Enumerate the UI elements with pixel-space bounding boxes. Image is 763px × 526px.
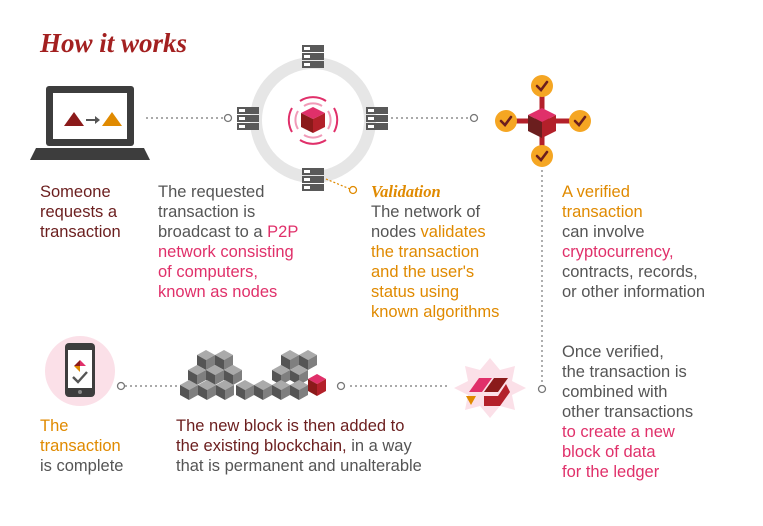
- text-line: for the ledger: [562, 463, 660, 481]
- step1-text: Someone requests a transaction: [40, 182, 121, 242]
- step3-text: Validation The network of nodes validate…: [371, 182, 499, 322]
- page-title: How it works: [40, 28, 188, 58]
- text-line: in a way: [346, 437, 412, 455]
- text-line: transaction: [40, 437, 121, 455]
- step7-text: The transaction is complete: [40, 416, 123, 476]
- text-line: the transaction is: [562, 363, 687, 381]
- step4-text: A verified transaction can involve crypt…: [562, 182, 705, 302]
- text-line: or other information: [562, 283, 706, 301]
- text-line: known algorithms: [371, 303, 500, 321]
- text-line: combined with: [562, 383, 668, 401]
- text-line: to create a new: [562, 423, 675, 441]
- text-line: and the user's: [371, 263, 475, 281]
- step5-text: Once verified, the transaction is combin…: [562, 342, 693, 482]
- text-line: known as nodes: [158, 283, 278, 301]
- validation-icon: [493, 73, 593, 169]
- text-line: can involve: [562, 223, 645, 241]
- text-line: status using: [371, 283, 460, 301]
- text-line: the transaction: [371, 243, 480, 261]
- text-line: is complete: [40, 457, 124, 475]
- phone-icon: [45, 336, 115, 406]
- text-line: contracts, records,: [562, 263, 698, 281]
- highlight-text: validates: [420, 223, 486, 241]
- laptop-icon: [30, 86, 150, 160]
- text-line: Someone: [40, 183, 111, 201]
- text-line: The network of: [371, 203, 481, 221]
- text-line: requests a: [40, 203, 118, 221]
- text-line: of computers,: [158, 263, 258, 281]
- highlight-text: cryptocurrency,: [562, 243, 674, 261]
- text-line: The: [40, 417, 69, 435]
- text-line: transaction: [40, 223, 121, 241]
- blockchain-icon: [180, 350, 326, 400]
- text-line: Once verified,: [562, 343, 664, 361]
- text-line: The requested: [158, 183, 265, 201]
- text-line: block of data: [562, 443, 656, 461]
- text-line: nodes: [371, 223, 421, 241]
- text-line: other transactions: [562, 403, 694, 421]
- text-line: transaction: [562, 203, 643, 221]
- p2p-network-icon: [237, 45, 388, 191]
- text-line: the existing blockchain,: [176, 437, 347, 455]
- text-line: that is permanent and unalterable: [176, 457, 422, 475]
- text-line: broadcast to a: [158, 223, 268, 241]
- text-line: transaction is: [158, 203, 256, 221]
- text-line: A verified: [562, 183, 630, 201]
- step6-text: The new block is then added to the exist…: [176, 416, 422, 476]
- text-line: network consisting: [158, 243, 294, 261]
- highlight-text: P2P: [267, 223, 299, 241]
- validation-title: Validation: [371, 182, 441, 201]
- step2-text: The requested transaction is broadcast t…: [158, 182, 298, 302]
- new-block-icon: [454, 358, 526, 418]
- text-line: The new block is then added to: [176, 417, 405, 435]
